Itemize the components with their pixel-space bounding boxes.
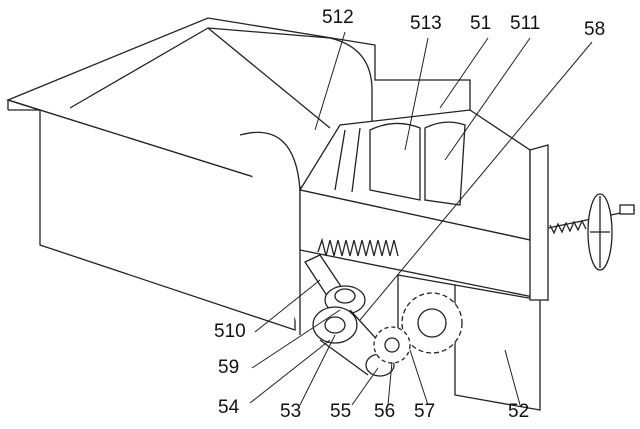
label-56: 56	[374, 401, 396, 422]
spring	[317, 237, 399, 257]
belt-drive	[312, 285, 395, 377]
label-58: 58	[584, 19, 606, 40]
label-51: 51	[470, 13, 492, 34]
label-511: 511	[510, 13, 541, 34]
label-54: 54	[218, 397, 240, 418]
label-510: 510	[214, 321, 246, 342]
label-55: 55	[330, 401, 352, 422]
drawer	[299, 144, 549, 411]
leader-lines	[249, 31, 593, 406]
handwheel	[547, 193, 636, 271]
label-57: 57	[414, 401, 436, 422]
gears	[373, 292, 463, 364]
label-53: 53	[280, 401, 302, 422]
label-59: 59	[218, 357, 240, 378]
label-513: 513	[410, 13, 442, 34]
roller-compartment	[298, 109, 531, 241]
label-52: 52	[508, 401, 530, 422]
label-512: 512	[322, 7, 354, 28]
